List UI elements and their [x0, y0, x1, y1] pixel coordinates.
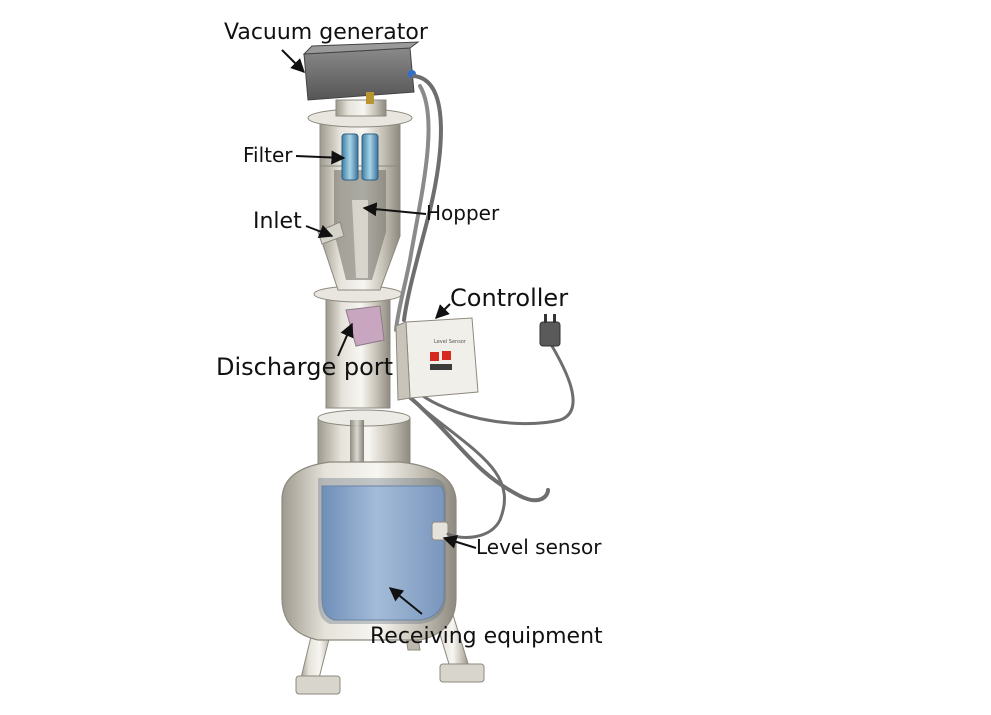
- power-plug: [539, 314, 561, 347]
- label-filter: Filter: [243, 143, 293, 167]
- receiving-tank: [281, 409, 485, 695]
- label-vacuum-generator: Vacuum generator: [224, 20, 428, 45]
- vacuum-generator-box: [302, 41, 420, 104]
- hoses: [394, 74, 575, 539]
- arrow-level-sensor: [442, 535, 477, 549]
- label-controller: Controller: [450, 284, 569, 312]
- arrow-vacuum-generator: [281, 49, 305, 73]
- label-level-sensor: Level sensor: [476, 535, 602, 559]
- callout-arrows: [281, 49, 477, 615]
- controller-box: [395, 317, 479, 401]
- arrow-filter: [295, 150, 346, 165]
- label-inlet: Inlet: [253, 209, 302, 234]
- arrow-discharge-port: [337, 322, 354, 357]
- label-discharge-port: Discharge port: [216, 353, 394, 381]
- arrow-inlet: [305, 224, 334, 239]
- arrow-hopper: [362, 202, 427, 217]
- label-receiving-equipment: Receiving equipment: [370, 624, 603, 649]
- arrow-controller: [435, 303, 451, 319]
- controller-panel-display: RUN: [434, 371, 443, 376]
- label-hopper: Hopper: [426, 201, 500, 225]
- arrow-receiving-equipment: [388, 587, 423, 615]
- controller-panel-caption: Level Sensor: [434, 339, 466, 345]
